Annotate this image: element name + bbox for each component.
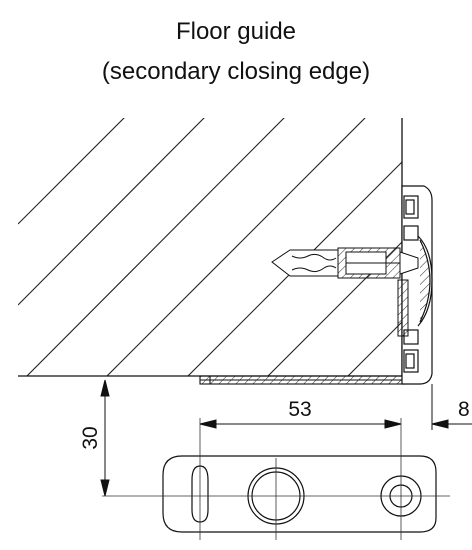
wall-dowel: [271, 247, 419, 337]
floor-guide-plan-view: [162, 455, 437, 533]
title-line-1: Floor guide: [175, 18, 297, 45]
closing-edge-profile: [401, 185, 433, 385]
floor-guide-profile: [199, 375, 406, 385]
title-line-2: (secondary closing edge): [101, 58, 371, 85]
centre-lines: [102, 418, 450, 540]
dimension-width-label: 53: [288, 398, 311, 421]
dimension-lines: [100, 379, 472, 497]
dimension-height-label: 30: [79, 426, 102, 449]
wall-outline: [18, 118, 432, 377]
dimension-right-label: 8: [458, 398, 470, 421]
